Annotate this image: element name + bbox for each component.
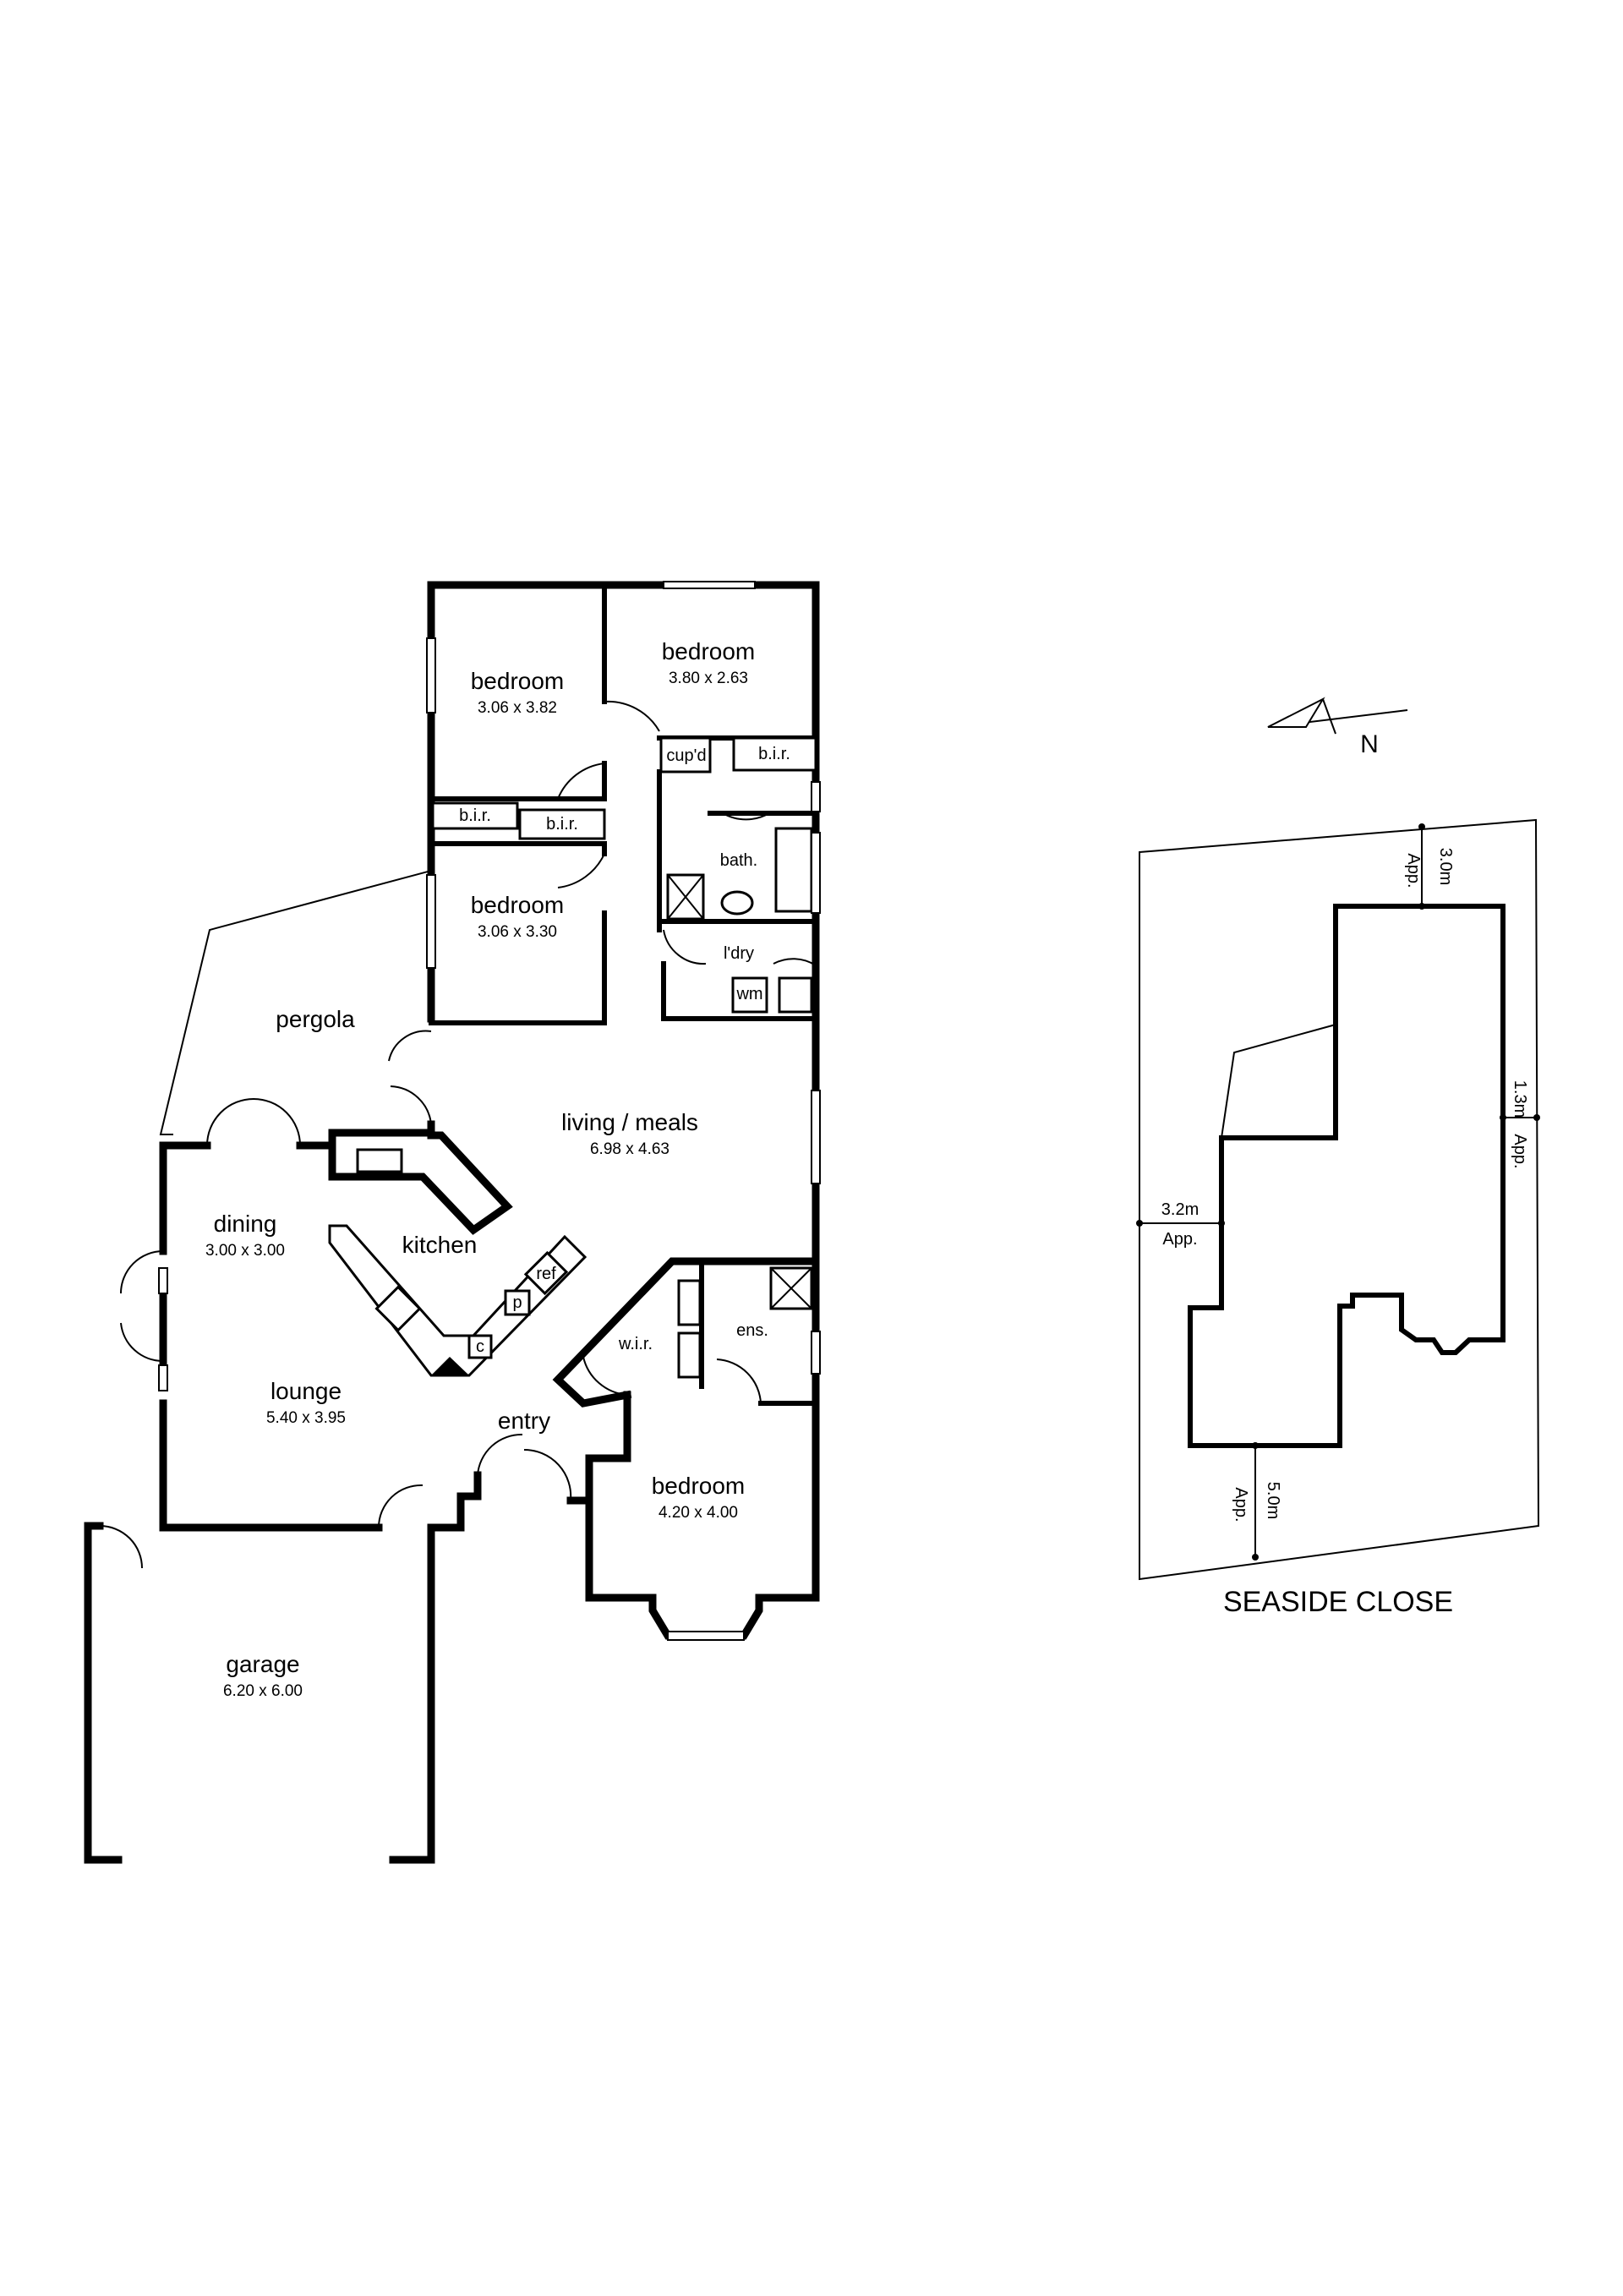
pergola-outline: [159, 870, 432, 1135]
side-right-setback-value: 1.3m: [1511, 1080, 1529, 1118]
bedroom-2-size: 3.80 x 2.63: [669, 670, 748, 687]
bir-label-bedroom-3: b.i.r.: [459, 806, 491, 825]
main-bedroom-size: 4.20 x 4.00: [658, 1504, 738, 1522]
windows: [158, 581, 821, 1641]
street-name-label: SEASIDE CLOSE: [1223, 1586, 1453, 1618]
laundry-label: l'dry: [724, 944, 754, 963]
bir-label-bedroom-2: b.i.r.: [758, 745, 790, 763]
pergola-label: pergola: [276, 1006, 355, 1032]
lounge-label: lounge: [270, 1378, 342, 1404]
rear-setback-note: App.: [1404, 853, 1423, 888]
kitchen-label: kitchen: [402, 1232, 478, 1258]
north-arrow-icon: N: [1267, 697, 1408, 758]
pantry-label: p: [512, 1293, 522, 1312]
living-label: living / meals: [561, 1109, 698, 1135]
cupboard-label: cup'd: [666, 746, 706, 765]
living-size: 6.98 x 4.63: [590, 1140, 669, 1158]
north-label: N: [1360, 730, 1379, 758]
dining-label: dining: [214, 1211, 277, 1237]
interior-walls: [328, 582, 818, 1406]
rear-setback-value: 3.0m: [1436, 848, 1455, 885]
garage-size: 6.20 x 6.00: [223, 1682, 303, 1700]
side-right-setback-note: App.: [1511, 1134, 1529, 1168]
side-left-setback-value: 3.2m: [1161, 1200, 1199, 1219]
bedroom-2-label: bedroom: [662, 638, 756, 664]
bedroom-3-size: 3.06 x 3.82: [478, 699, 557, 717]
front-setback-value: 5.0m: [1264, 1482, 1282, 1519]
washing-machine-label: wm: [735, 985, 762, 1003]
bedroom-4-label: bedroom: [471, 892, 565, 918]
pergola-footprint: [1221, 1024, 1336, 1139]
garage-walls: [84, 1522, 435, 1864]
cooktop-label: c: [476, 1337, 484, 1356]
dining-size: 3.00 x 3.00: [205, 1242, 285, 1260]
fixture-labels: cup'd b.i.r. b.i.r. b.i.r. wm ref p c: [459, 745, 790, 1356]
site-plan: N 3.0m App.: [1136, 697, 1540, 1618]
building-footprint: [1188, 904, 1506, 1448]
fridge-label: ref: [536, 1265, 556, 1283]
lot-boundary: [1139, 818, 1540, 1581]
setback-labels: 3.0m App. 1.3m App. 3.2m App. 5.0m App.: [1161, 848, 1529, 1522]
ensuite-label: ens.: [736, 1321, 768, 1340]
lounge-size: 5.40 x 3.95: [266, 1409, 346, 1427]
setback-lines: [1136, 823, 1540, 1561]
main-bedroom-label: bedroom: [652, 1473, 746, 1499]
garage-label: garage: [226, 1651, 299, 1677]
room-labels: bedroom 3.80 x 2.63 bedroom 3.06 x 3.82 …: [205, 638, 768, 1700]
bir-label-bedroom-4: b.i.r.: [546, 815, 578, 834]
side-left-setback-note: App.: [1162, 1230, 1197, 1249]
floor-plan: bedroom 3.80 x 2.63 bedroom 3.06 x 3.82 …: [84, 581, 821, 1864]
bedroom-3-label: bedroom: [471, 668, 565, 694]
bath-label: bath.: [720, 851, 757, 870]
wir-label: w.i.r.: [618, 1335, 653, 1353]
bedroom-4-size: 3.06 x 3.30: [478, 923, 557, 941]
entry-label: entry: [498, 1408, 550, 1434]
door-swings: [99, 700, 817, 1569]
front-setback-note: App.: [1232, 1487, 1250, 1522]
